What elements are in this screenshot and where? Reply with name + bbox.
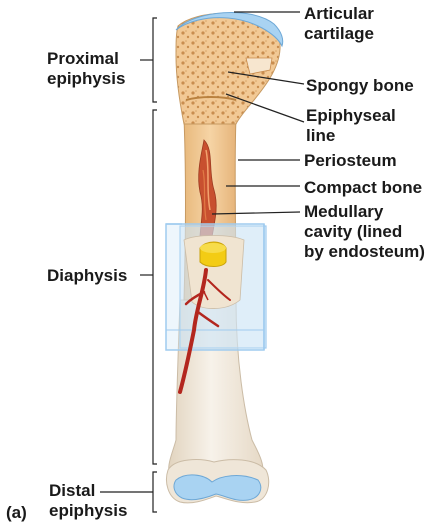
label-medullary-cavity-line2: cavity (lined bbox=[304, 222, 403, 241]
head-notch bbox=[245, 57, 273, 75]
label-articular-cartilage-line2: cartilage bbox=[304, 24, 374, 43]
label-epiphyseal-line-line2: line bbox=[306, 126, 336, 145]
label-proximal-epiphysis-line2: epiphysis bbox=[47, 69, 126, 88]
panel-letter: (a) bbox=[6, 503, 27, 522]
label-diaphysis: Diaphysis bbox=[47, 266, 128, 285]
label-epiphyseal-line-line1: Epiphyseal bbox=[306, 106, 396, 125]
label-proximal-epiphysis: Proximal epiphysis bbox=[47, 49, 125, 89]
label-articular-cartilage-line1: Articular bbox=[304, 4, 374, 23]
epiphyseal-line-mark bbox=[185, 96, 237, 101]
right-leader-lines bbox=[211, 11, 305, 215]
label-distal-epiphysis-line1: Distal bbox=[49, 481, 96, 500]
label-distal-epiphysis-line2: epiphysis bbox=[49, 501, 128, 520]
label-medullary-cavity-line3: by endosteum) bbox=[304, 242, 425, 261]
label-spongy-bone: Spongy bone bbox=[306, 76, 414, 95]
blood-vessel bbox=[178, 268, 208, 394]
label-proximal-epiphysis-line1: Proximal bbox=[47, 49, 119, 68]
distal-articular-cartilage bbox=[173, 474, 262, 501]
label-articular-cartilage: Articular cartilage bbox=[304, 4, 374, 44]
label-distal-epiphysis: Distal epiphysis bbox=[49, 481, 127, 521]
label-medullary-cavity: Medullary cavity (lined by endosteum) bbox=[304, 202, 425, 262]
label-epiphyseal-line: Epiphyseal line bbox=[306, 106, 396, 146]
left-brackets bbox=[100, 17, 157, 513]
label-periosteum: Periosteum bbox=[304, 151, 397, 170]
label-compact-bone: Compact bone bbox=[304, 178, 423, 197]
label-medullary-cavity-line1: Medullary bbox=[304, 202, 384, 221]
articular-cartilage-cap bbox=[175, 12, 284, 48]
